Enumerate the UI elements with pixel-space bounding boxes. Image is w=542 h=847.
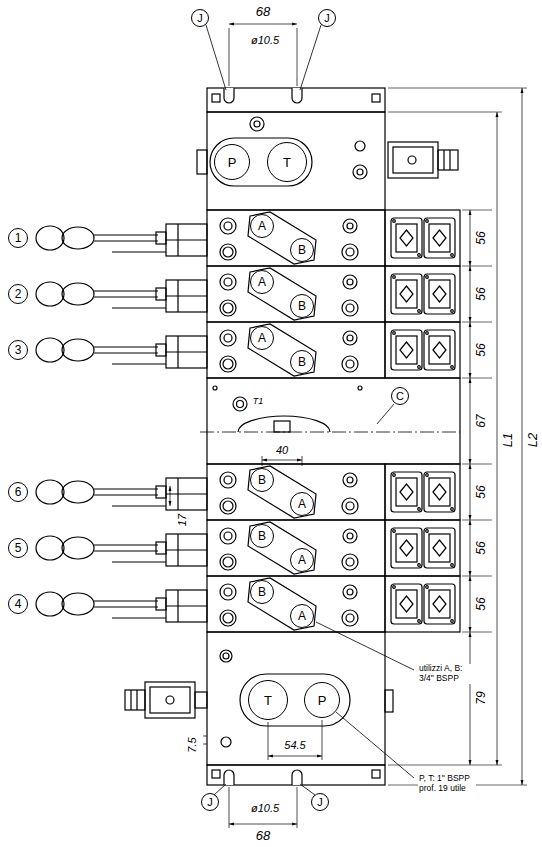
dimension-label: 40 [275,444,289,457]
port-circle: B [250,580,274,604]
port-circle: B [290,350,314,374]
port-letter: P [228,156,237,169]
callout-number: C [396,391,404,402]
callout-circle: J [191,9,209,27]
note-text: utilizzi A, B: 3/4" BSPP [418,664,476,684]
dimension-label: 56 [475,286,489,301]
callout-number: 2 [15,288,22,300]
dimension-label: 56 [475,230,489,245]
port-letter: B [258,586,266,598]
callout-circle: 2 [8,284,28,304]
note-text: P, T: 1" BSPP prof. 19 utile [418,774,476,794]
port-circle: T [248,680,288,720]
port-letter: A [298,554,306,566]
port-letter: A [258,276,266,288]
callout-circle: C [391,387,409,405]
callout-number: J [207,797,213,808]
port-circle: T [267,142,307,182]
port-circle: P [304,682,340,718]
dimension-label: 56 [475,540,489,555]
callout-number: J [324,13,330,24]
port-circle: A [250,270,274,294]
port-circle: B [290,238,314,262]
dimension-label: 68 [255,5,271,20]
callout-number: J [197,13,203,24]
dimension-label: L2 [526,432,541,448]
dimension-label: 17 [176,513,189,527]
port-circle: B [290,294,314,318]
port-letter: B [298,356,306,368]
dimension-label: T1 [252,396,265,406]
port-circle: A [290,492,314,516]
callout-circle: 4 [8,594,28,614]
dimension-label: 7.5 [186,736,199,753]
port-circle: B [250,468,274,492]
port-letter: A [258,332,266,344]
dimension-label: 54.5 [283,739,306,752]
port-letter: P [318,694,327,707]
dimension-label: ø10.5 [250,802,280,815]
port-letter: B [258,530,266,542]
port-circle: A [250,326,274,350]
port-letter: A [298,610,306,622]
port-circle: A [290,548,314,572]
dimension-label: 56 [475,342,489,357]
port-letter: B [298,300,306,312]
dimension-label: 56 [475,484,489,499]
dimension-label: 56 [475,596,489,611]
port-letter: B [298,244,306,256]
port-letter: B [258,474,266,486]
callout-number: 3 [15,344,22,356]
port-letter: A [298,498,306,510]
callout-circle: J [318,9,336,27]
dimension-label: 79 [475,690,489,705]
callout-number: 5 [15,542,22,554]
port-circle: P [214,144,250,180]
port-circle: B [250,524,274,548]
dimension-label: L1 [501,432,516,448]
callout-circle: 1 [8,228,28,248]
callout-number: 4 [15,598,22,610]
callout-circle: J [311,793,329,811]
port-letter: T [264,694,272,707]
callout-circle: J [201,793,219,811]
port-letter: T [283,156,291,169]
dimension-label: 67 [475,413,489,428]
callout-circle: 6 [8,482,28,502]
callout-number: 6 [15,486,22,498]
port-circle: A [250,214,274,238]
callout-number: J [317,797,323,808]
callout-circle: 3 [8,340,28,360]
port-circle: A [290,604,314,628]
port-letter: A [258,220,266,232]
dimension-label: ø10.5 [250,34,280,47]
callout-circle: 5 [8,538,28,558]
dimension-label: 68 [255,829,271,844]
callout-number: 1 [15,232,22,244]
